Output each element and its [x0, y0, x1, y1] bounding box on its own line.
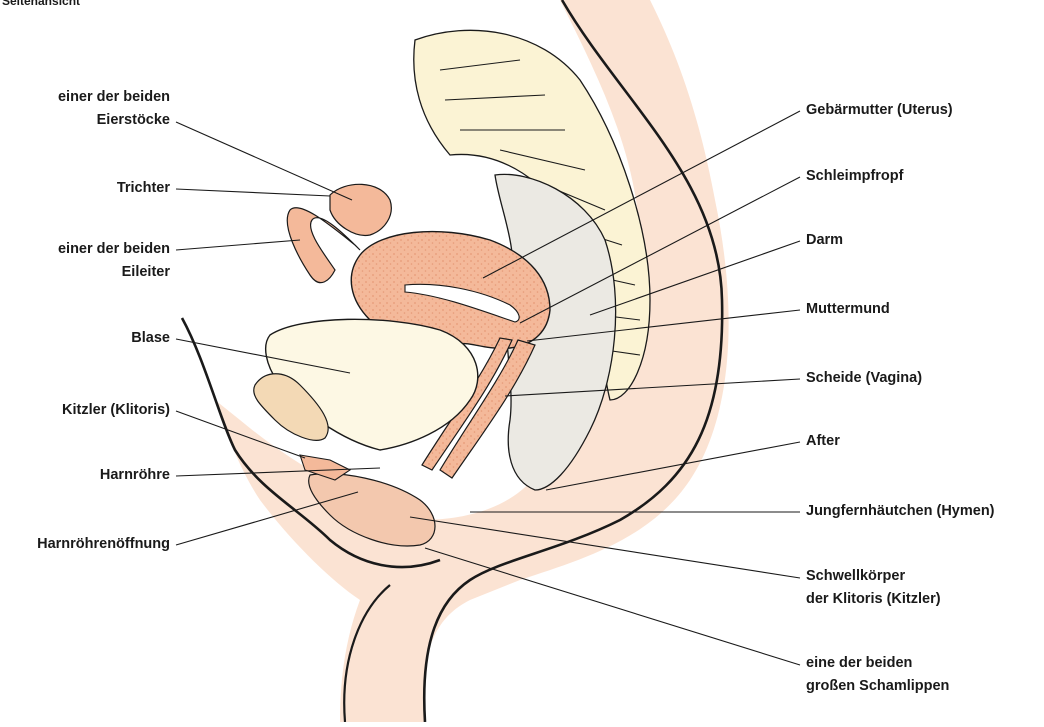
leader-harnroehre [176, 468, 380, 476]
label-harnroehre: Harnröhre [100, 464, 170, 487]
label-scheide: Scheide (Vagina) [806, 367, 922, 390]
label-schleimpfropf: Schleimpfropf [806, 165, 903, 188]
leader-darm [590, 241, 800, 315]
leader-blase [176, 339, 350, 373]
label-kitzler: Kitzler (Klitoris) [62, 399, 170, 422]
label-trichter: Trichter [117, 177, 170, 200]
leader-after [546, 442, 800, 490]
leader-schleimpfropf [520, 177, 800, 323]
label-muttermund: Muttermund [806, 298, 890, 321]
leader-schamlippen [425, 548, 800, 665]
leader-harnroehrenoeffnung [176, 492, 358, 545]
label-gebaermutter: Gebärmutter (Uterus) [806, 99, 953, 122]
label-hymen: Jungfernhäutchen (Hymen) [806, 500, 995, 523]
leader-muttermund [527, 310, 800, 341]
label-blase: Blase [131, 327, 170, 350]
leader-trichter [176, 189, 330, 196]
leader-schwellkoerper [410, 517, 800, 578]
leader-gebaermutter [483, 111, 800, 278]
leader-scheide [505, 379, 800, 396]
leader-eileiter [176, 240, 300, 250]
leader-kitzler [176, 411, 305, 458]
leader-eierstoecke [176, 122, 352, 200]
label-after: After [806, 430, 840, 453]
label-harnroehrenoeffnung: Harnröhrenöffnung [37, 533, 170, 556]
label-darm: Darm [806, 229, 843, 252]
